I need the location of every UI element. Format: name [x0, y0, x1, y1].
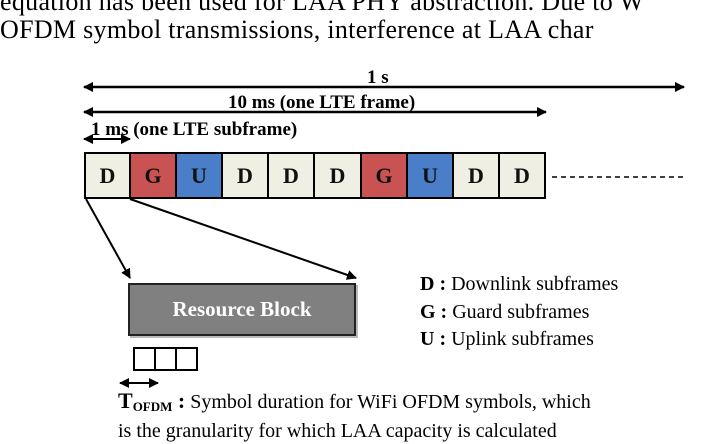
tofdm-caption-line-1: TOFDM : Symbol duration for WiFi OFDM sy… [118, 388, 591, 415]
subframe-2-guard: G [129, 152, 177, 199]
ofdm-symbol-cell [154, 347, 177, 371]
legend-uplink: U : Uplink subframes [420, 328, 594, 351]
legend-guard-text: Guard subframes [452, 301, 590, 323]
tofdm-symbol: TOFDM : [118, 388, 186, 414]
legend-guard: G : Guard subframes [420, 301, 589, 324]
legend-guard-key: G : [420, 301, 448, 323]
legend-downlink: D : Downlink subframes [420, 273, 618, 296]
zoom-arrow-left [85, 198, 131, 279]
span-10ms-label: 10 ms (one LTE frame) [228, 92, 416, 113]
subframe-5-downlink: D [267, 152, 315, 199]
paragraph-line-2: OFDM symbol transmissions, interference … [0, 15, 594, 44]
subframe-6-downlink: D [313, 152, 362, 199]
paragraph-line-1: equation has been used for LAA PHY abstr… [0, 0, 645, 16]
subframe-8-uplink: U [406, 152, 454, 199]
subframe-1-downlink: D [84, 152, 131, 199]
legend-uplink-text: Uplink subframes [451, 328, 594, 350]
legend-downlink-key: D : [420, 273, 447, 295]
tofdm-caption-line-2: is the granularity for which LAA capacit… [118, 420, 557, 442]
zoom-arrow-right [129, 198, 357, 280]
ofdm-symbol-cell [133, 347, 156, 371]
subframe-9-downlink: D [452, 152, 500, 199]
tofdm-description: Symbol duration for WiFi OFDM symbols, w… [185, 391, 591, 413]
subframe-3-uplink: U [175, 152, 223, 199]
span-1ms-label: 1 ms (one LTE subframe) [91, 119, 298, 140]
resource-block: Resource Block [128, 283, 356, 336]
ofdm-symbol-cell [175, 347, 198, 371]
span-1s-label: 1 s [367, 67, 389, 88]
subframe-4-downlink: D [221, 152, 269, 199]
legend-downlink-text: Downlink subframes [451, 273, 619, 295]
subframe-10-downlink: D [498, 152, 546, 199]
legend-uplink-key: U : [420, 328, 447, 350]
subframe-7-guard: G [360, 152, 408, 199]
